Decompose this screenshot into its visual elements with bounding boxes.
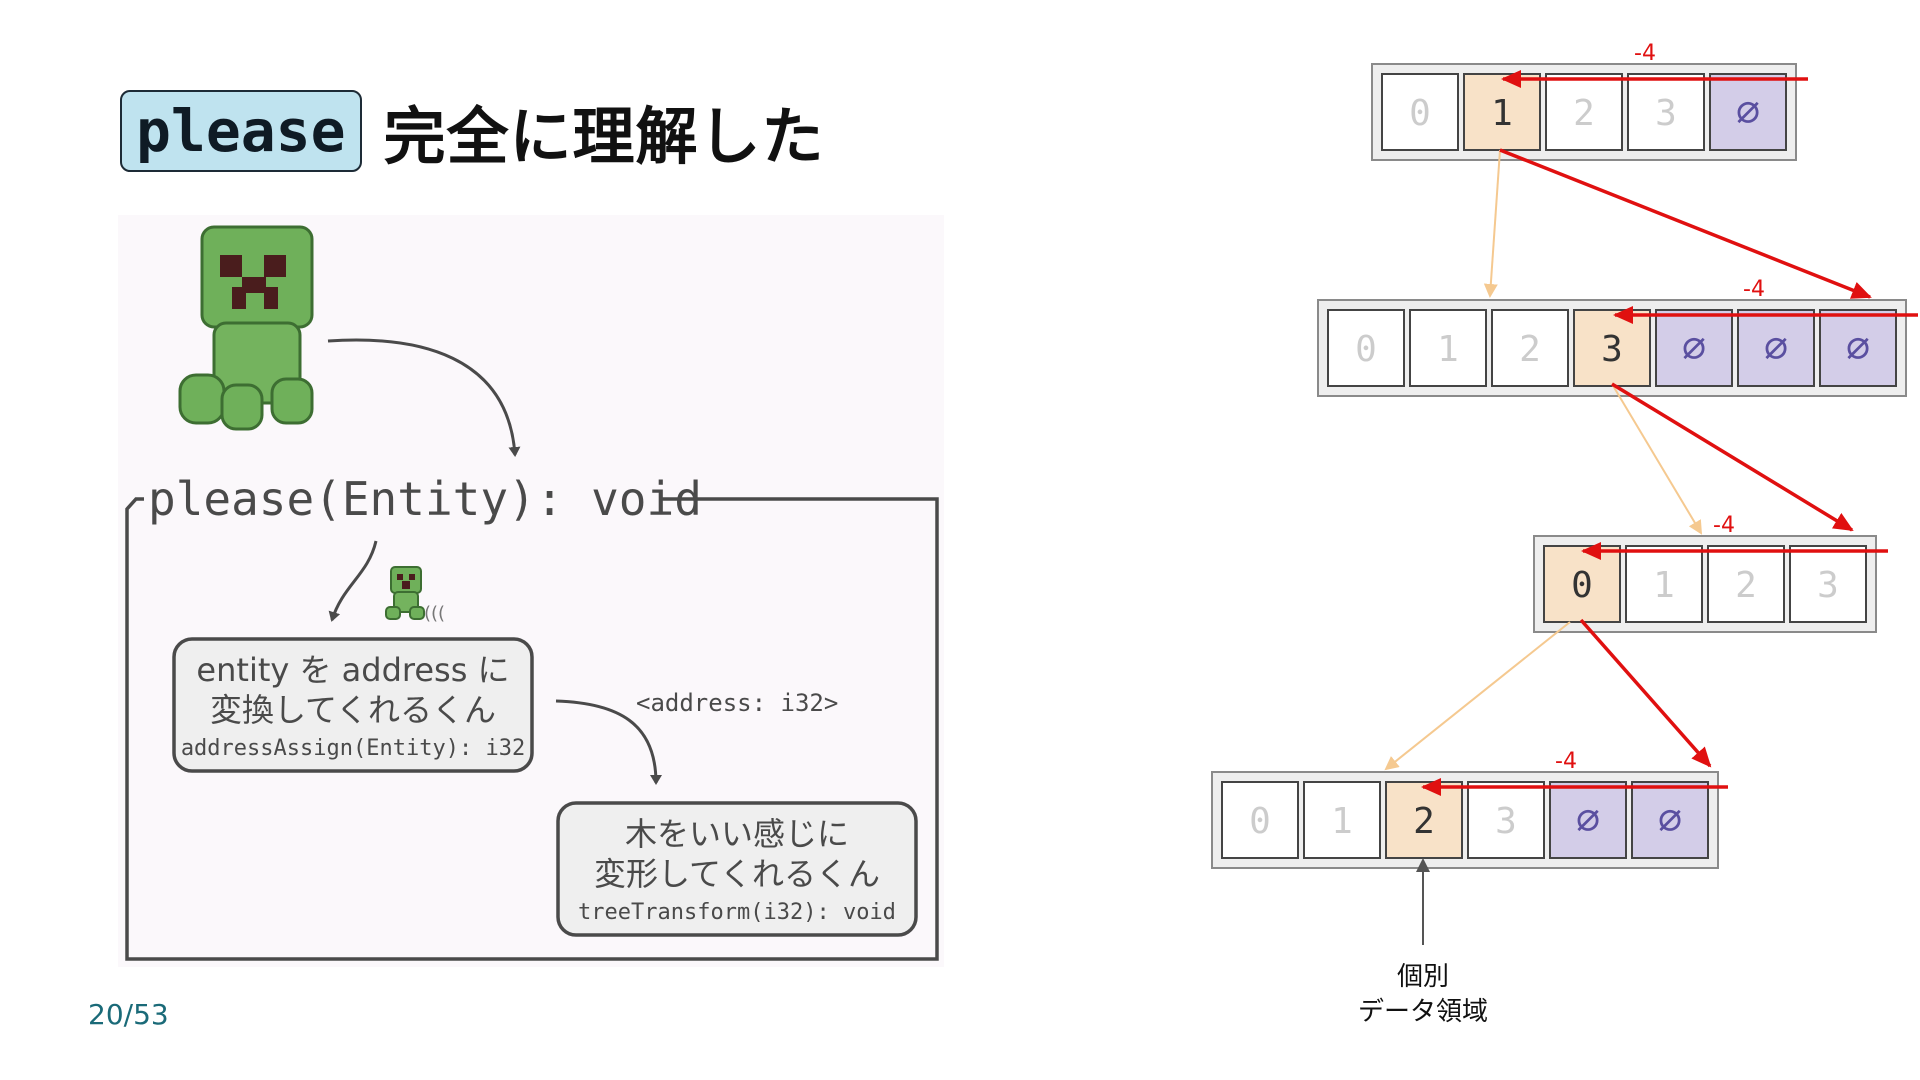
cell-index: 3	[1655, 93, 1677, 134]
array-row-0	[1371, 63, 1797, 161]
array-cell	[1625, 545, 1703, 623]
highlighted-cell	[1463, 73, 1541, 151]
cell-index: 2	[1735, 565, 1757, 606]
cell-index: 1	[1491, 93, 1513, 134]
caption-line1: 個別	[1397, 962, 1449, 992]
array-row-1	[1317, 299, 1907, 397]
cell-index: 0	[1249, 801, 1271, 842]
array-cell	[1409, 309, 1487, 387]
step-label-1: -4	[1634, 41, 1656, 66]
array-cell	[1381, 73, 1459, 151]
cell-index: 3	[1495, 801, 1517, 842]
null-symbol: ∅	[1576, 797, 1600, 843]
box1-to-box2-arrow	[555, 699, 662, 785]
null-cell	[1819, 309, 1897, 387]
page-number: 20/53	[88, 998, 169, 1031]
address-arrow-label: <address: i32>	[636, 689, 838, 717]
orange-link-3	[1384, 621, 1571, 771]
box2-line2: 変形してくれるくん	[594, 855, 880, 893]
array-row-2	[1533, 535, 1877, 633]
null-cell	[1655, 309, 1733, 387]
array-cell	[1491, 309, 1569, 387]
cell-index: 0	[1571, 565, 1593, 606]
box2-code: treeTransform(i32): void	[578, 900, 896, 925]
red-link-1	[1499, 148, 1872, 299]
null-symbol: ∅	[1846, 325, 1870, 371]
null-symbol: ∅	[1764, 325, 1788, 371]
box1-line2: 変換してくれるくん	[210, 691, 496, 729]
null-symbol: ∅	[1658, 797, 1682, 843]
null-symbol: ∅	[1682, 325, 1706, 371]
array-cell	[1303, 781, 1381, 859]
cell-index: 1	[1653, 565, 1675, 606]
function-frame	[125, 497, 939, 961]
illustration-svg: please(Entity): void ((( entity を addres…	[125, 225, 939, 961]
box1-line1: entity を address に	[196, 651, 509, 689]
null-cell	[1737, 309, 1815, 387]
slide-title: please 完全に理解した	[120, 90, 825, 173]
creeper-icon	[178, 225, 314, 431]
array-cell	[1327, 309, 1405, 387]
null-cell	[1549, 781, 1627, 859]
array-cell	[1707, 545, 1785, 623]
null-symbol: ∅	[1736, 89, 1760, 135]
highlighted-cell	[1573, 309, 1651, 387]
illustration-panel: please(Entity): void ((( entity を addres…	[118, 215, 944, 967]
cell-index: 1	[1437, 329, 1459, 370]
orange-link-2	[1611, 383, 1703, 535]
cell-index: 2	[1413, 801, 1435, 842]
small-creeper-icon	[385, 566, 425, 620]
box1-code: addressAssign(Entity): i32	[181, 736, 525, 761]
array-row-3	[1211, 771, 1719, 869]
red-link-3	[1579, 618, 1712, 768]
function-signature: please(Entity): void	[148, 472, 702, 526]
array-cell	[1221, 781, 1299, 859]
box2-line1: 木をいい感じに	[625, 815, 849, 853]
step-label-4: -4	[1555, 749, 1577, 774]
signature-to-box1-arrow	[328, 540, 378, 622]
title-code-chip: please	[120, 90, 362, 172]
array-cell	[1789, 545, 1867, 623]
address-assign-box	[172, 637, 534, 773]
highlighted-cell	[1543, 545, 1621, 623]
cell-index: 3	[1817, 565, 1839, 606]
array-cell	[1467, 781, 1545, 859]
cell-index: 2	[1519, 329, 1541, 370]
step-label-3: -4	[1713, 513, 1735, 538]
cell-index: 3	[1601, 329, 1623, 370]
null-cell	[1709, 73, 1787, 151]
null-cell	[1631, 781, 1709, 859]
orange-link-1	[1483, 149, 1501, 298]
cell-index: 1	[1331, 801, 1353, 842]
step-label-2: -4	[1743, 277, 1765, 302]
highlighted-cell	[1385, 781, 1463, 859]
title-text: 完全に理解した	[383, 100, 825, 173]
tree-transform-box	[556, 801, 918, 937]
creeper-to-signature-arrow	[327, 338, 521, 457]
cell-index: 0	[1409, 93, 1431, 134]
wiggle-marks: (((	[424, 603, 445, 624]
array-cell	[1545, 73, 1623, 151]
red-link-2	[1611, 382, 1854, 532]
cell-index: 2	[1573, 93, 1595, 134]
caption-line2: データ領域	[1358, 997, 1488, 1027]
cell-index: 0	[1355, 329, 1377, 370]
array-cell	[1627, 73, 1705, 151]
